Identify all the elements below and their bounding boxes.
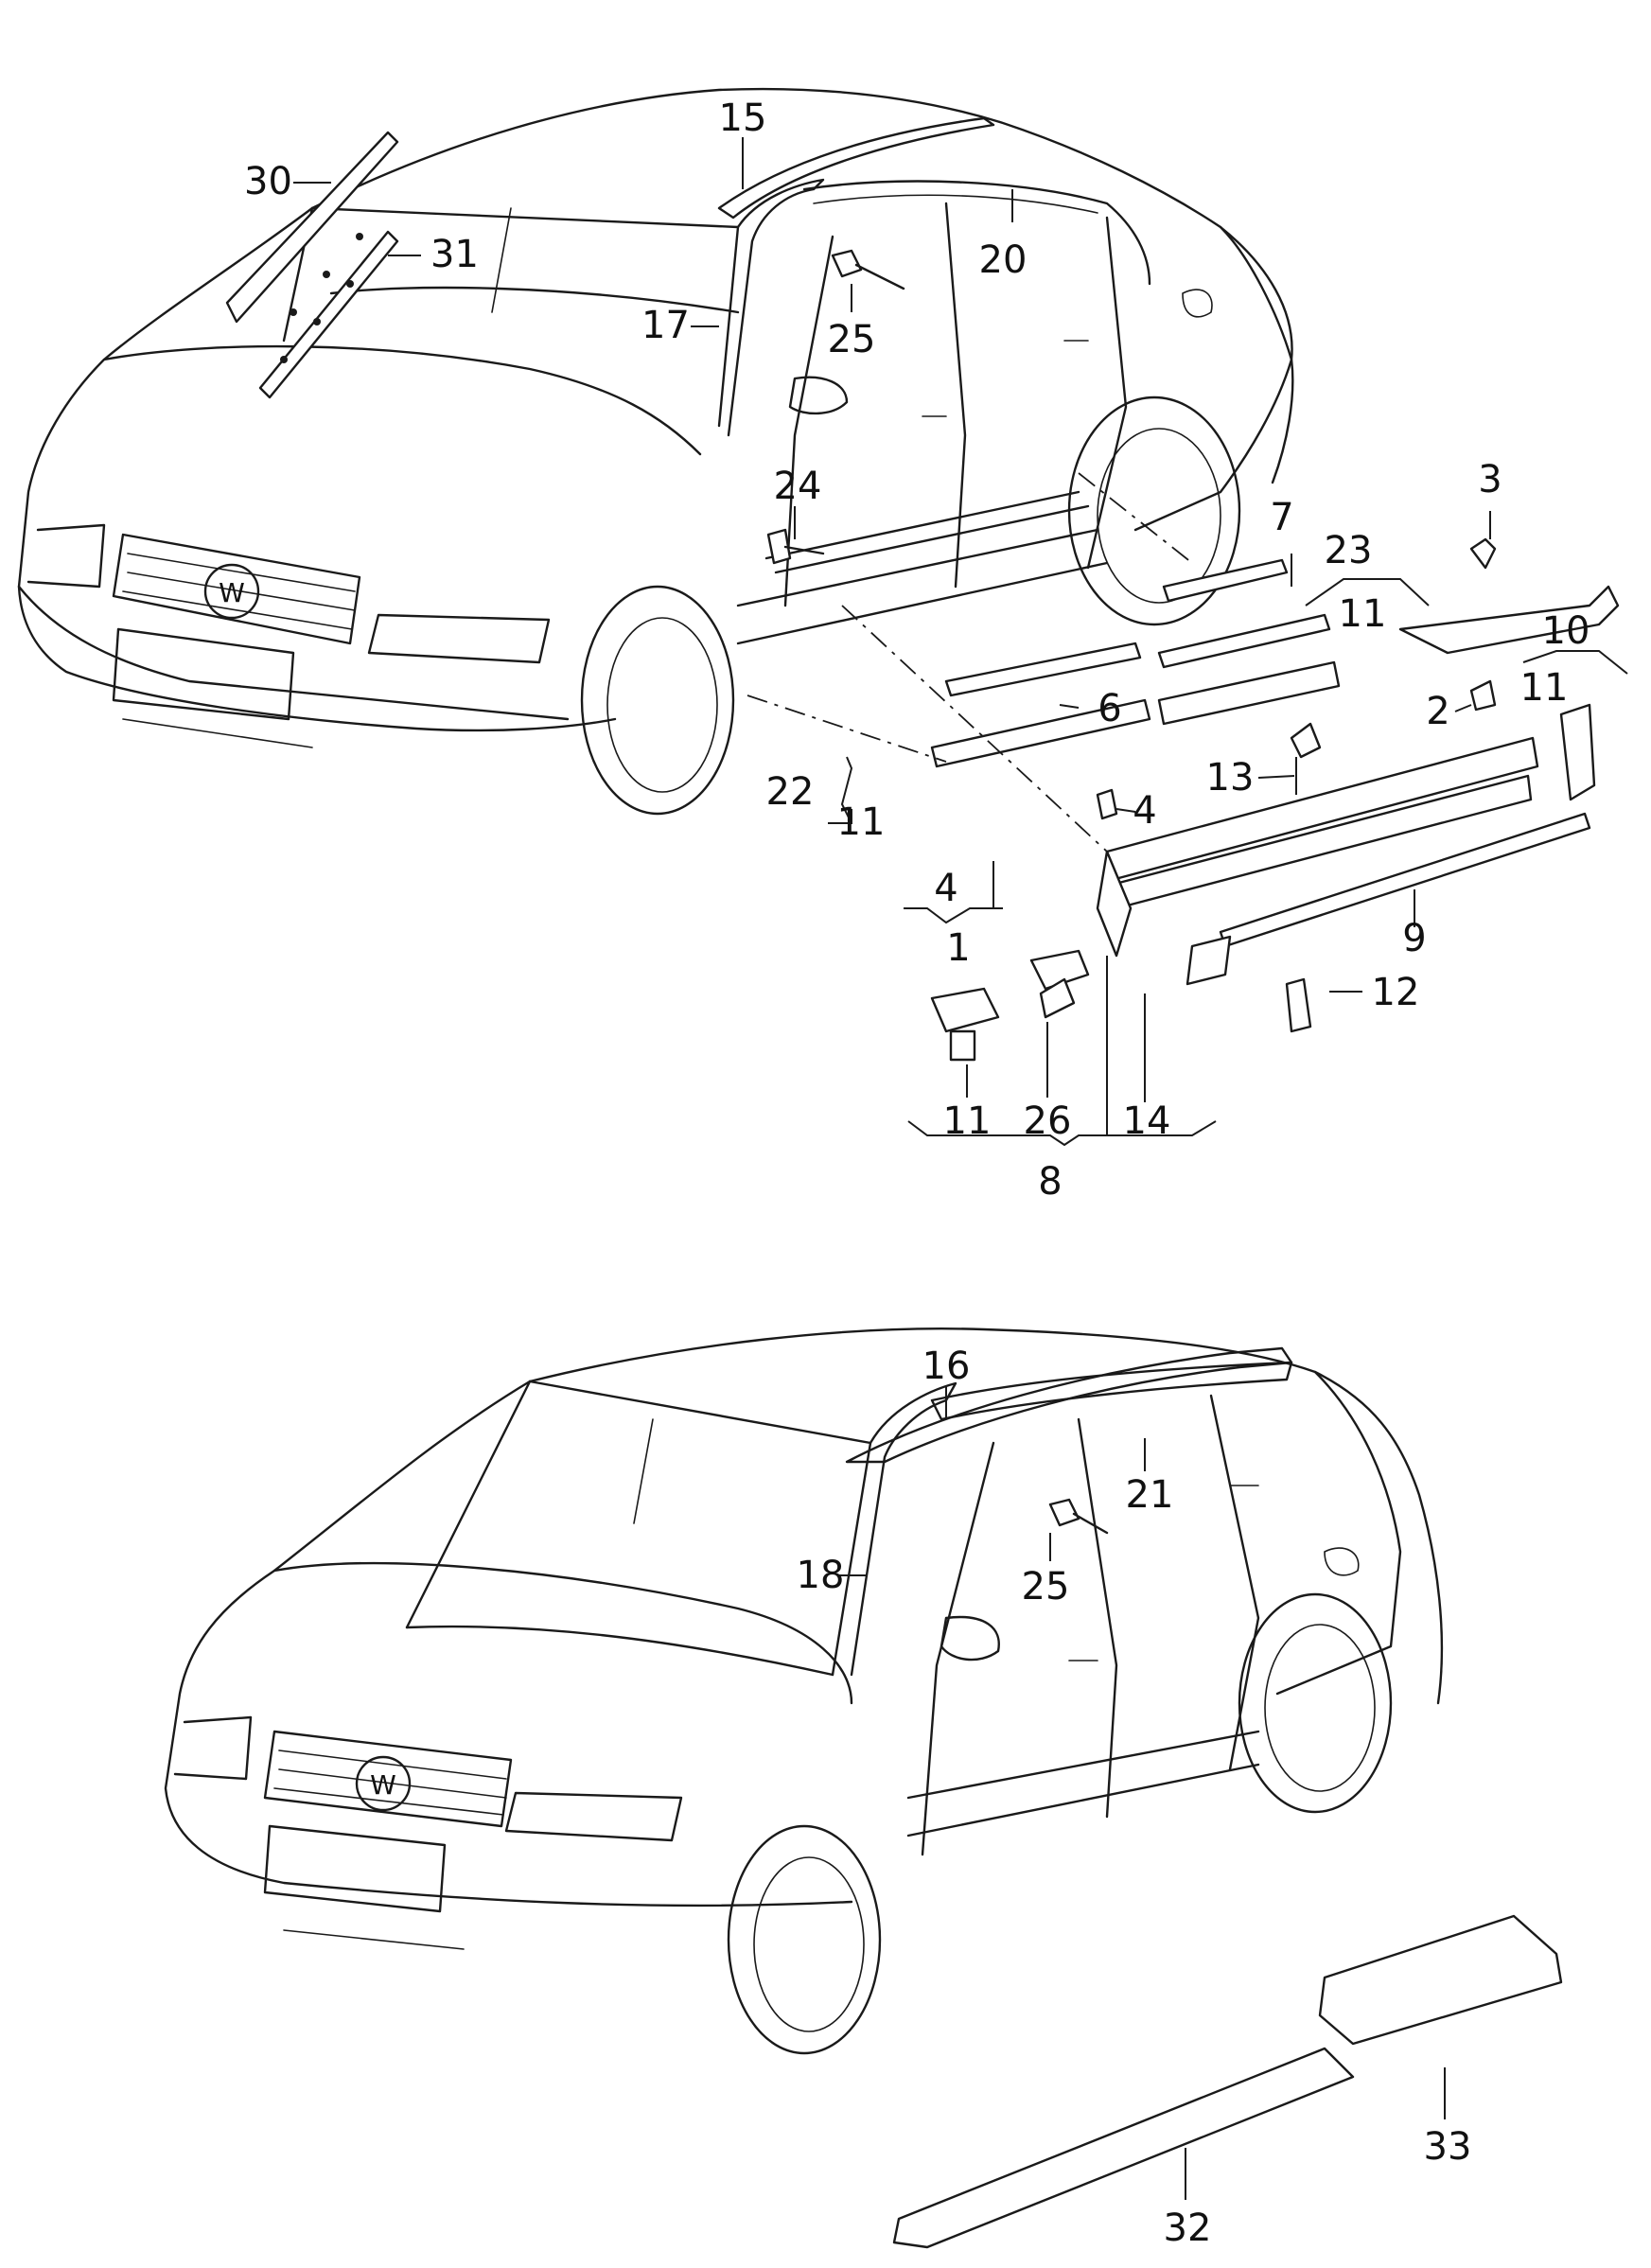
callout-11-end-cap: 11 xyxy=(1520,666,1569,710)
sedan-labels: 30 31 15 20 17 25 24 3 7 23 11 10 11 2 6… xyxy=(244,97,1590,1204)
callout-33: 33 xyxy=(1424,2125,1472,2169)
callout-16: 16 xyxy=(922,1345,971,1388)
callout-21: 21 xyxy=(1126,1473,1174,1517)
callout-11-clip: 11 xyxy=(943,1099,992,1143)
callout-31: 31 xyxy=(430,233,479,276)
callout-11-rear-panel: 11 xyxy=(1339,592,1387,636)
callout-9: 9 xyxy=(1402,917,1426,960)
callout-7: 7 xyxy=(1270,496,1293,539)
callout-25-wagon: 25 xyxy=(1022,1565,1070,1609)
callout-20: 20 xyxy=(979,238,1027,282)
callout-32: 32 xyxy=(1164,2206,1212,2250)
callout-8: 8 xyxy=(1038,1160,1062,1204)
callout-11-front: 11 xyxy=(837,800,886,844)
wagon-leaders xyxy=(837,1386,1446,2200)
callout-10: 10 xyxy=(1542,609,1590,653)
callout-6: 6 xyxy=(1098,687,1121,730)
callout-23: 23 xyxy=(1325,529,1373,572)
callout-14: 14 xyxy=(1123,1099,1171,1143)
callout-24: 24 xyxy=(774,465,822,508)
callout-30: 30 xyxy=(244,160,292,203)
callout-4: 4 xyxy=(934,867,957,910)
callout-25: 25 xyxy=(828,318,876,361)
wagon-labels: 16 21 18 25 33 32 xyxy=(797,1345,1472,2250)
wagon-drawing: W xyxy=(164,1327,1563,2249)
callout-12: 12 xyxy=(1372,971,1420,1014)
sedan-leaders xyxy=(293,137,1628,1147)
sedan-drawing: W xyxy=(17,87,1620,1062)
callout-1: 1 xyxy=(946,926,970,970)
callout-17: 17 xyxy=(641,304,690,347)
callout-3: 3 xyxy=(1478,458,1502,501)
callout-18: 18 xyxy=(797,1554,845,1597)
callout-15: 15 xyxy=(719,97,767,140)
callout-2: 2 xyxy=(1426,690,1449,733)
vw-logo-icon: W xyxy=(219,577,245,608)
callout-26: 26 xyxy=(1024,1099,1072,1143)
callout-4-clip: 4 xyxy=(1133,789,1156,833)
callout-13: 13 xyxy=(1206,756,1255,800)
vw-logo-icon-wagon: W xyxy=(370,1769,396,1801)
callout-22: 22 xyxy=(766,770,815,814)
